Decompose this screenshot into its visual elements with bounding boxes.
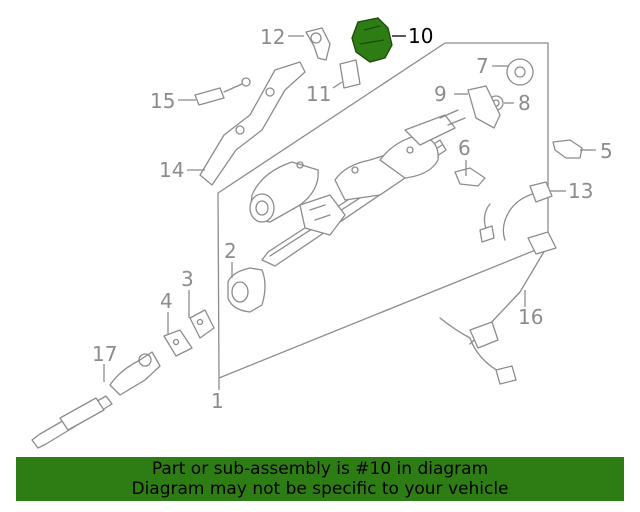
part-12-bracket [305, 27, 331, 61]
callout-2: 2 [224, 239, 237, 263]
part-16-harness [439, 231, 557, 385]
part-13-harness [479, 181, 553, 243]
callout-11: 11 [306, 82, 331, 106]
part-7-gear [506, 58, 534, 86]
part-14-bracket [199, 61, 306, 186]
callout-17: 17 [92, 342, 117, 366]
info-banner: Part or sub-assembly is #10 in diagram D… [16, 457, 624, 501]
banner-line-1: Part or sub-assembly is #10 in diagram [151, 459, 489, 479]
callout-1: 1 [211, 389, 224, 413]
callout-6: 6 [458, 136, 471, 160]
callout-16: 16 [518, 305, 543, 329]
callout-5: 5 [600, 139, 613, 163]
callout-7: 7 [476, 54, 489, 78]
part-10-highlighted [351, 17, 393, 63]
part-4-bracket [163, 329, 193, 357]
part-2-boot [227, 267, 266, 313]
banner-line-2: Diagram may not be specific to your vehi… [131, 479, 509, 499]
leader-11 [332, 81, 343, 89]
callout-14: 14 [159, 158, 184, 182]
part-17-intermediate-shaft [31, 351, 161, 449]
parts-diagram: 1 2 3 4 5 6 7 8 9 10 11 12 13 14 15 16 1… [31, 17, 613, 449]
part-15-bolt [194, 77, 251, 106]
callout-8: 8 [518, 91, 531, 115]
part-6-bracket [454, 167, 486, 187]
callout-9: 9 [434, 82, 447, 106]
part-11-module [339, 59, 361, 89]
part-9-switch [467, 85, 501, 129]
callout-12: 12 [260, 25, 285, 49]
part-3-bracket [189, 309, 215, 339]
callout-13: 13 [568, 179, 593, 203]
callout-10: 10 [408, 24, 433, 48]
callout-4: 4 [160, 289, 173, 313]
part-5-clip [552, 139, 583, 159]
callout-15: 15 [150, 89, 175, 113]
steering-column-assembly [249, 109, 466, 267]
callout-3: 3 [181, 267, 194, 291]
column-panel-outline [217, 42, 549, 379]
